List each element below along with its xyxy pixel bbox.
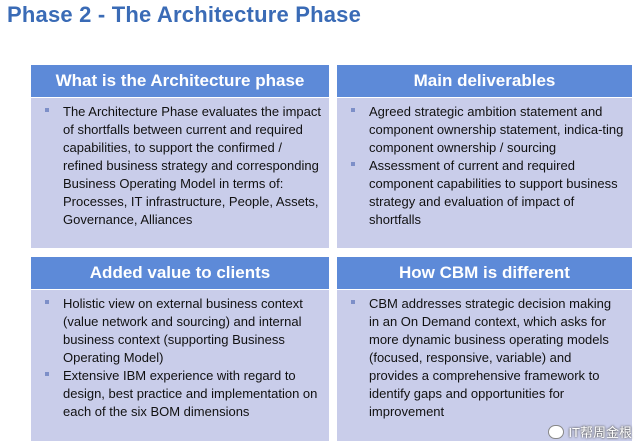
panel-what-is-architecture-phase: What is the Architecture phase The Archi… xyxy=(31,65,329,248)
page-title: Phase 2 - The Architecture Phase xyxy=(7,2,362,27)
square-bullet-icon xyxy=(351,108,355,112)
bullet-item: Agreed strategic ambition statement and … xyxy=(345,103,624,157)
square-bullet-icon xyxy=(45,300,49,304)
bullet-text: Holistic view on external business conte… xyxy=(63,296,303,365)
bullet-text: Agreed strategic ambition statement and … xyxy=(369,104,624,155)
watermark: IT帮周金根 xyxy=(548,422,632,441)
panel-added-value-to-clients: Added value to clients Holistic view on … xyxy=(31,257,329,441)
panel-header: What is the Architecture phase xyxy=(31,65,329,98)
square-bullet-icon xyxy=(45,372,49,376)
panel-header: Added value to clients xyxy=(31,257,329,290)
panel-body: Agreed strategic ambition statement and … xyxy=(345,103,624,242)
square-bullet-icon xyxy=(351,162,355,166)
panel-how-cbm-is-different: How CBM is different CBM addresses strat… xyxy=(337,257,632,441)
panel-body: Holistic view on external business conte… xyxy=(39,295,321,435)
square-bullet-icon xyxy=(351,300,355,304)
panel-body: The Architecture Phase evaluates the imp… xyxy=(39,103,321,242)
panel-body: CBM addresses strategic decision making … xyxy=(345,295,624,435)
bullet-item: The Architecture Phase evaluates the imp… xyxy=(39,103,321,229)
bullet-item: Extensive IBM experience with regard to … xyxy=(39,367,321,421)
watermark-text: IT帮周金根 xyxy=(568,425,632,440)
bullet-text: The Architecture Phase evaluates the imp… xyxy=(63,104,321,227)
bullet-item: Holistic view on external business conte… xyxy=(39,295,321,367)
bullet-item: CBM addresses strategic decision making … xyxy=(345,295,624,421)
panel-header: How CBM is different xyxy=(337,257,632,290)
panel-main-deliverables: Main deliverables Agreed strategic ambit… xyxy=(337,65,632,248)
panel-header: Main deliverables xyxy=(337,65,632,98)
bullet-text: CBM addresses strategic decision making … xyxy=(369,296,612,419)
bullet-item: Assessment of current and required compo… xyxy=(345,157,624,229)
bullet-text: Assessment of current and required compo… xyxy=(369,158,618,227)
bullet-text: Extensive IBM experience with regard to … xyxy=(63,368,318,419)
wechat-icon xyxy=(548,424,565,439)
square-bullet-icon xyxy=(45,108,49,112)
